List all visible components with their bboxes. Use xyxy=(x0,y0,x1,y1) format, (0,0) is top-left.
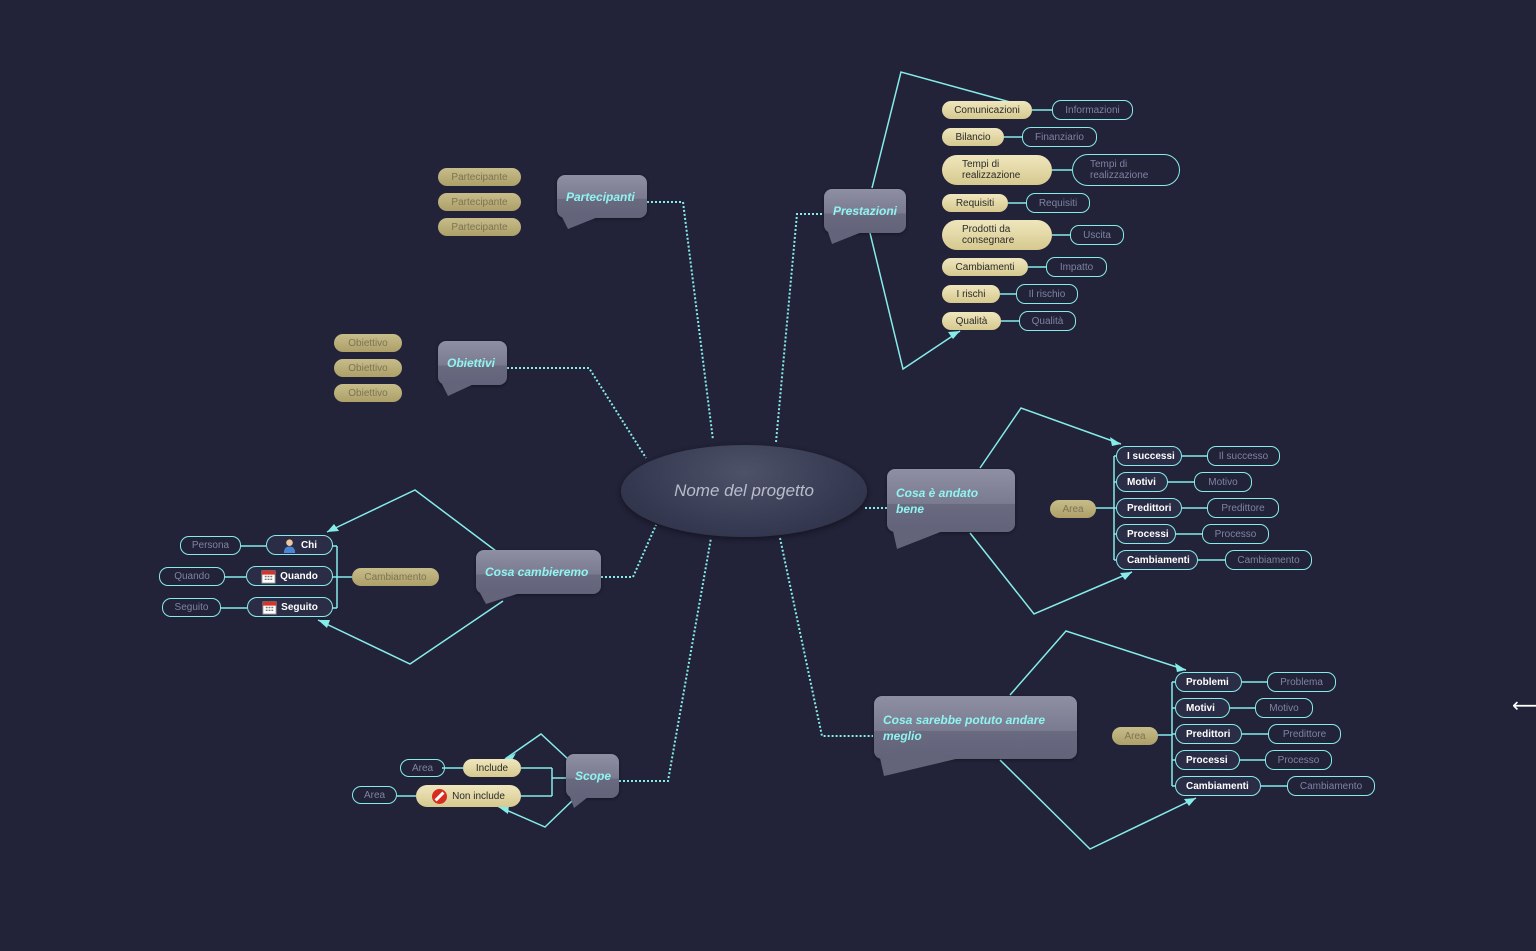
area-hub[interactable]: Area xyxy=(1050,500,1096,518)
meglio-title: Cosa sarebbe potuto andare meglio xyxy=(883,712,1046,743)
problemi-node[interactable]: Problemi xyxy=(1175,672,1242,692)
cambiamenti-node[interactable]: Cambiamenti xyxy=(1116,550,1198,570)
predittori-node[interactable]: Predittori xyxy=(1116,498,1182,518)
calendar-icon xyxy=(261,569,276,584)
requisiti-node[interactable]: Requisiti xyxy=(942,194,1008,212)
cambiamento-hub[interactable]: Cambiamento xyxy=(352,568,439,586)
area-hub[interactable]: Area xyxy=(1112,727,1158,745)
uscita-item[interactable]: Uscita xyxy=(1070,225,1124,245)
bubble-tail xyxy=(480,593,520,604)
predittore-item[interactable]: Predittore xyxy=(1207,498,1279,518)
rischi-node[interactable]: I rischi xyxy=(942,285,1000,303)
cosa-meglio-node[interactable]: Cosa sarebbe potuto andare meglio xyxy=(874,696,1077,759)
partecipante-item[interactable]: Partecipante xyxy=(438,168,521,186)
obiettivo-item[interactable]: Obiettivo xyxy=(334,384,402,402)
processo-item[interactable]: Processo xyxy=(1202,524,1269,544)
chi-label: Chi xyxy=(300,539,318,551)
quando-item[interactable]: Quando xyxy=(159,567,225,586)
motivo-item[interactable]: Motivo xyxy=(1194,472,1252,492)
predittori-node[interactable]: Predittori xyxy=(1175,724,1242,744)
impatto-item[interactable]: Impatto xyxy=(1046,257,1107,277)
informazioni-item[interactable]: Informazioni xyxy=(1052,100,1133,120)
prodotti-node[interactable]: Prodotti da consegnare xyxy=(942,220,1052,250)
cambiamento-item[interactable]: Cambiamento xyxy=(1287,776,1375,796)
chi-node[interactable]: Chi xyxy=(266,535,333,555)
comunicazioni-node[interactable]: Comunicazioni xyxy=(942,101,1032,119)
predittore-item[interactable]: Predittore xyxy=(1268,724,1341,744)
bubble-tail xyxy=(570,797,588,808)
seguito-label: Seguito xyxy=(281,601,318,613)
seguito-item[interactable]: Seguito xyxy=(162,598,221,617)
quando-node[interactable]: Quando xyxy=(246,566,333,586)
bubble-tail xyxy=(893,531,943,549)
obiettivi-node[interactable]: Obiettivi xyxy=(438,341,507,385)
include-node[interactable]: Include xyxy=(463,759,521,777)
successo-item[interactable]: Il successo xyxy=(1207,446,1280,466)
bilancio-node[interactable]: Bilancio xyxy=(942,128,1004,146)
tempi-item[interactable]: Tempi di realizzazione xyxy=(1072,154,1180,186)
cambiamenti-node[interactable]: Cambiamenti xyxy=(1175,776,1261,796)
processi-node[interactable]: Processi xyxy=(1175,750,1240,770)
bubble-tail xyxy=(562,217,598,229)
partecipanti-node[interactable]: Partecipanti xyxy=(557,175,647,218)
cosa-andato-bene-node[interactable]: Cosa è andato bene xyxy=(887,469,1015,532)
seguito-node[interactable]: Seguito xyxy=(247,597,333,617)
cambiamenti-node[interactable]: Cambiamenti xyxy=(942,258,1028,276)
motivo-item[interactable]: Motivo xyxy=(1255,698,1313,718)
bubble-tail xyxy=(880,758,960,776)
scope-node[interactable]: Scope xyxy=(566,754,619,798)
persona-item[interactable]: Persona xyxy=(180,536,241,555)
bubble-tail xyxy=(442,384,474,396)
area-item[interactable]: Area xyxy=(400,759,445,777)
tempi-node[interactable]: Tempi di realizzazione xyxy=(942,155,1052,185)
non-include-label: Non include xyxy=(452,790,505,802)
obiettivo-item[interactable]: Obiettivo xyxy=(334,334,402,352)
resize-cursor-icon: ⟻ xyxy=(1512,695,1536,717)
no-entry-icon xyxy=(432,788,448,804)
andato-bene-title: Cosa è andato bene xyxy=(896,485,979,516)
calendar-icon xyxy=(262,600,277,615)
qualita-item[interactable]: Qualità xyxy=(1019,311,1076,331)
cosa-cambieremo-node[interactable]: Cosa cambieremo xyxy=(476,550,601,594)
problema-item[interactable]: Problema xyxy=(1267,672,1336,692)
motivi-node[interactable]: Motivi xyxy=(1116,472,1168,492)
rischio-item[interactable]: Il rischio xyxy=(1016,284,1078,304)
partecipante-item[interactable]: Partecipante xyxy=(438,193,521,211)
prestazioni-title: Prestazioni xyxy=(833,204,898,218)
obiettivo-item[interactable]: Obiettivo xyxy=(334,359,402,377)
cambiamento-item[interactable]: Cambiamento xyxy=(1225,550,1312,570)
non-include-node[interactable]: Non include xyxy=(416,785,521,807)
obiettivi-title: Obiettivi xyxy=(447,356,496,370)
motivi-node[interactable]: Motivi xyxy=(1175,698,1230,718)
scope-title: Scope xyxy=(575,769,612,783)
prestazioni-node[interactable]: Prestazioni xyxy=(824,189,906,233)
processo-item[interactable]: Processo xyxy=(1265,750,1332,770)
area-item[interactable]: Area xyxy=(352,786,397,804)
person-icon xyxy=(283,538,296,553)
partecipante-item[interactable]: Partecipante xyxy=(438,218,521,236)
requisiti-item[interactable]: Requisiti xyxy=(1026,193,1090,213)
bubble-tail xyxy=(828,232,862,244)
project-name-node[interactable]: Nome del progetto xyxy=(621,445,867,537)
qualita-node[interactable]: Qualità xyxy=(942,312,1001,330)
quando-label: Quando xyxy=(280,570,318,582)
successi-node[interactable]: I successi xyxy=(1116,446,1182,466)
processi-node[interactable]: Processi xyxy=(1116,524,1176,544)
partecipanti-title: Partecipanti xyxy=(566,189,635,204)
cambieremo-title: Cosa cambieremo xyxy=(485,565,589,579)
finanziario-item[interactable]: Finanziario xyxy=(1022,127,1097,147)
